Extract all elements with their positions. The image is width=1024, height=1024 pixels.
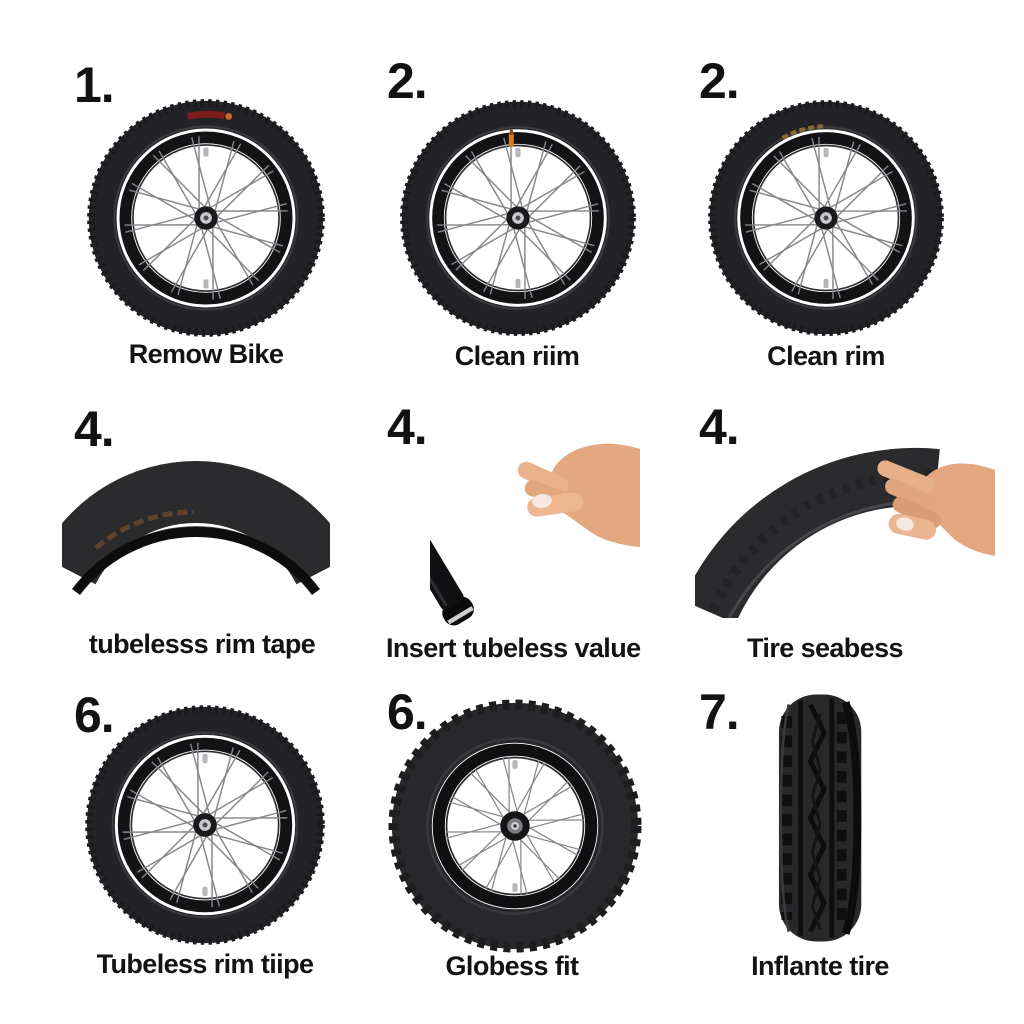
pump-hand-photo [430, 435, 640, 631]
rim [432, 743, 598, 909]
tire-sidewall-label [94, 509, 195, 550]
step-caption: Clean rim [767, 341, 885, 371]
rim-sticker-top [512, 760, 518, 769]
step-number: 4. [74, 401, 115, 457]
bike-wheel-photo [393, 93, 643, 343]
rim-sticker-bottom [512, 883, 518, 892]
step-caption: Globess fit [445, 951, 580, 981]
valve-tip [509, 129, 513, 135]
step-cell-6: 4. Tire seabess [683, 390, 1024, 672]
tire-label-gold [781, 124, 825, 140]
barrel-highlight [430, 550, 448, 607]
bike-wheel [404, 104, 632, 332]
tread-knobs [388, 699, 642, 953]
step-caption: Insert tubeless value [386, 633, 641, 663]
index-finger [517, 461, 569, 494]
step-cell-4: 4. tubelesss rim tape [0, 390, 341, 672]
step-cell-7: 6. Tubeless rim tiipe [0, 672, 341, 1024]
pump-barrel [430, 539, 464, 610]
end-cap-silver-band [447, 606, 474, 625]
step-cell-1: 1. Remow Bike [0, 0, 341, 390]
step-caption: Tubeless rim tiipe [96, 949, 314, 979]
step-number: 6. [387, 684, 428, 740]
step-number: 2. [387, 53, 428, 109]
step-cell-3: 2. Clean rim [683, 0, 1024, 390]
step-cell-5: 4. [341, 390, 683, 672]
tire-label-orange-tip [225, 113, 233, 120]
knobby-tire [391, 702, 639, 950]
step-cell-2: 2. Clean riim [341, 0, 683, 390]
knobby-wheel-photo [385, 696, 645, 956]
step-caption: tubelesss rim tape [88, 629, 316, 659]
step-number: 2. [699, 53, 740, 109]
tire-label-red [186, 110, 226, 120]
middle-finger [885, 478, 938, 511]
step-caption: Remow Bike [128, 339, 284, 369]
valve-stem-icon [508, 133, 514, 148]
bike-wheel-photo [80, 92, 332, 344]
hand [549, 443, 640, 547]
step-cell-8: 6. Globess fit [341, 672, 683, 1024]
step-number: 4. [699, 399, 740, 455]
left-highlight [779, 704, 790, 932]
tire-tread-arc-photo [62, 446, 330, 598]
step-number: 1. [74, 57, 115, 113]
step-number: 4. [387, 399, 428, 455]
hand [918, 463, 995, 556]
tire-grip-hand-photo [695, 440, 995, 618]
rim-edge [72, 527, 320, 596]
step-caption: Tire seabess [747, 633, 904, 663]
thumbnail [532, 493, 552, 509]
sidewall-line [426, 737, 604, 915]
bike-wheel-photo [701, 93, 951, 343]
step-number: 7. [699, 684, 740, 740]
sidewall-edge [841, 701, 862, 935]
step-caption: Clean riim [454, 341, 580, 371]
step-number: 6. [74, 687, 115, 743]
bike-wheel-photo [78, 698, 332, 952]
secondary-zigzag [810, 713, 822, 931]
rim-lip [445, 756, 585, 896]
step-cell-9: 7. Inflante tire [683, 672, 1024, 1024]
bike-wheel [91, 103, 321, 333]
index-finger [877, 460, 935, 493]
thumbnail [896, 517, 914, 531]
center-zigzag-tread [807, 703, 827, 933]
hub-axle [513, 824, 517, 828]
step-caption: Inflante tire [751, 951, 889, 981]
bike-wheel [89, 709, 321, 941]
car-tire-photo [777, 690, 875, 946]
bike-wheel [712, 104, 940, 332]
tubeless-valve-pump [430, 539, 474, 626]
tire-band [62, 460, 330, 585]
